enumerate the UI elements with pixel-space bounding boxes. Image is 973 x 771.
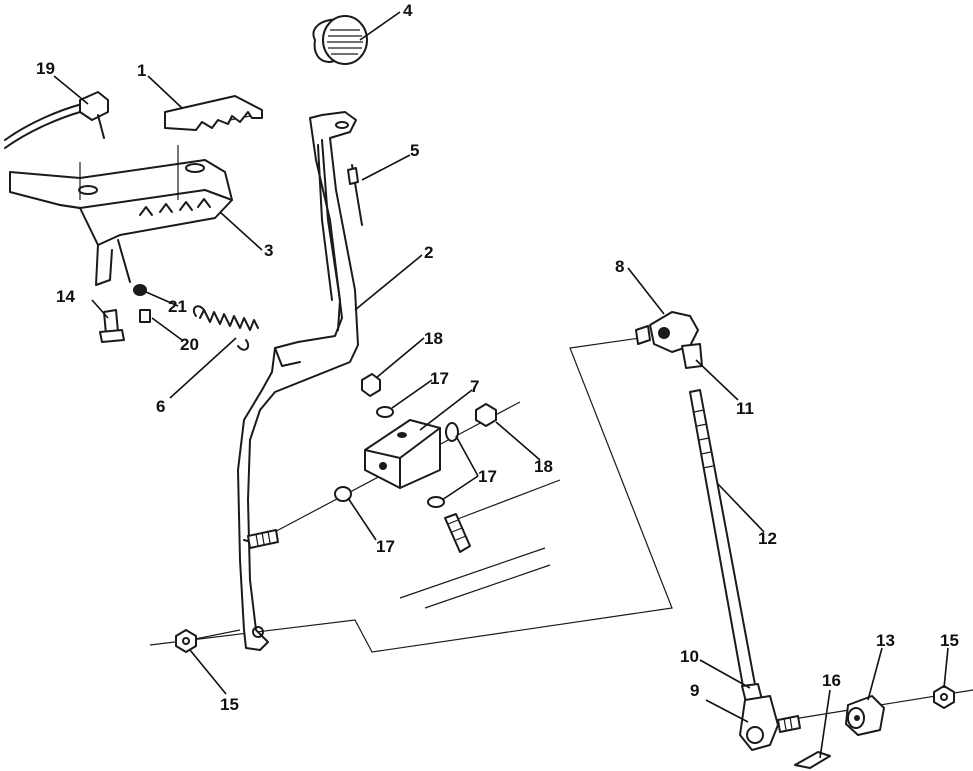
callout-10: 10 xyxy=(680,647,699,666)
leader-lines xyxy=(53,11,949,759)
callout-1: 1 xyxy=(137,61,146,80)
callout-6: 6 xyxy=(156,397,165,416)
upper-rod-end-part xyxy=(635,311,703,369)
pin-part xyxy=(347,164,363,226)
callout-12: 12 xyxy=(758,529,777,548)
bolt-part xyxy=(99,309,125,343)
lower-rod-end-part xyxy=(739,695,801,751)
callout-3: 3 xyxy=(264,241,273,260)
callout-13: 13 xyxy=(876,631,895,650)
shift-lever-part xyxy=(237,111,359,651)
shift-knob-part xyxy=(312,15,368,65)
nut-left-part xyxy=(175,629,197,653)
callout-labels: 1 2 3 4 5 6 7 8 9 10 11 12 13 14 15 15 1… xyxy=(36,1,959,714)
pivot-block-part xyxy=(364,419,441,489)
washer-nut-parts xyxy=(334,373,497,553)
callout-17-bottom: 17 xyxy=(376,537,395,556)
callout-21: 21 xyxy=(168,297,187,316)
callout-18-right: 18 xyxy=(534,457,553,476)
pivot-bolt-part xyxy=(247,529,279,549)
callout-17-top: 17 xyxy=(430,369,449,388)
nut-spacer-parts xyxy=(133,284,151,323)
callout-17-right: 17 xyxy=(478,467,497,486)
callout-7: 7 xyxy=(470,377,479,396)
callout-15-left: 15 xyxy=(220,695,239,714)
callout-4: 4 xyxy=(403,1,413,20)
switch-wire-part xyxy=(4,91,109,149)
callout-18-top: 18 xyxy=(424,329,443,348)
mounting-bracket-part xyxy=(9,145,233,286)
callout-16: 16 xyxy=(822,671,841,690)
shift-rod-part xyxy=(689,389,763,703)
shift-arm-part xyxy=(845,695,885,736)
spring-part xyxy=(192,305,259,351)
callout-20: 20 xyxy=(180,335,199,354)
callout-8: 8 xyxy=(615,257,624,276)
callout-2: 2 xyxy=(424,243,433,262)
callout-9: 9 xyxy=(690,681,699,700)
woodruff-key-part xyxy=(794,751,831,769)
phantom-lines xyxy=(149,114,973,723)
callout-5: 5 xyxy=(410,141,419,160)
callout-19: 19 xyxy=(36,59,55,78)
callout-15-right: 15 xyxy=(940,631,959,650)
callout-14: 14 xyxy=(56,287,75,306)
nut-right-part xyxy=(933,685,955,709)
callout-11: 11 xyxy=(736,399,754,418)
gate-plate-part xyxy=(164,95,263,131)
